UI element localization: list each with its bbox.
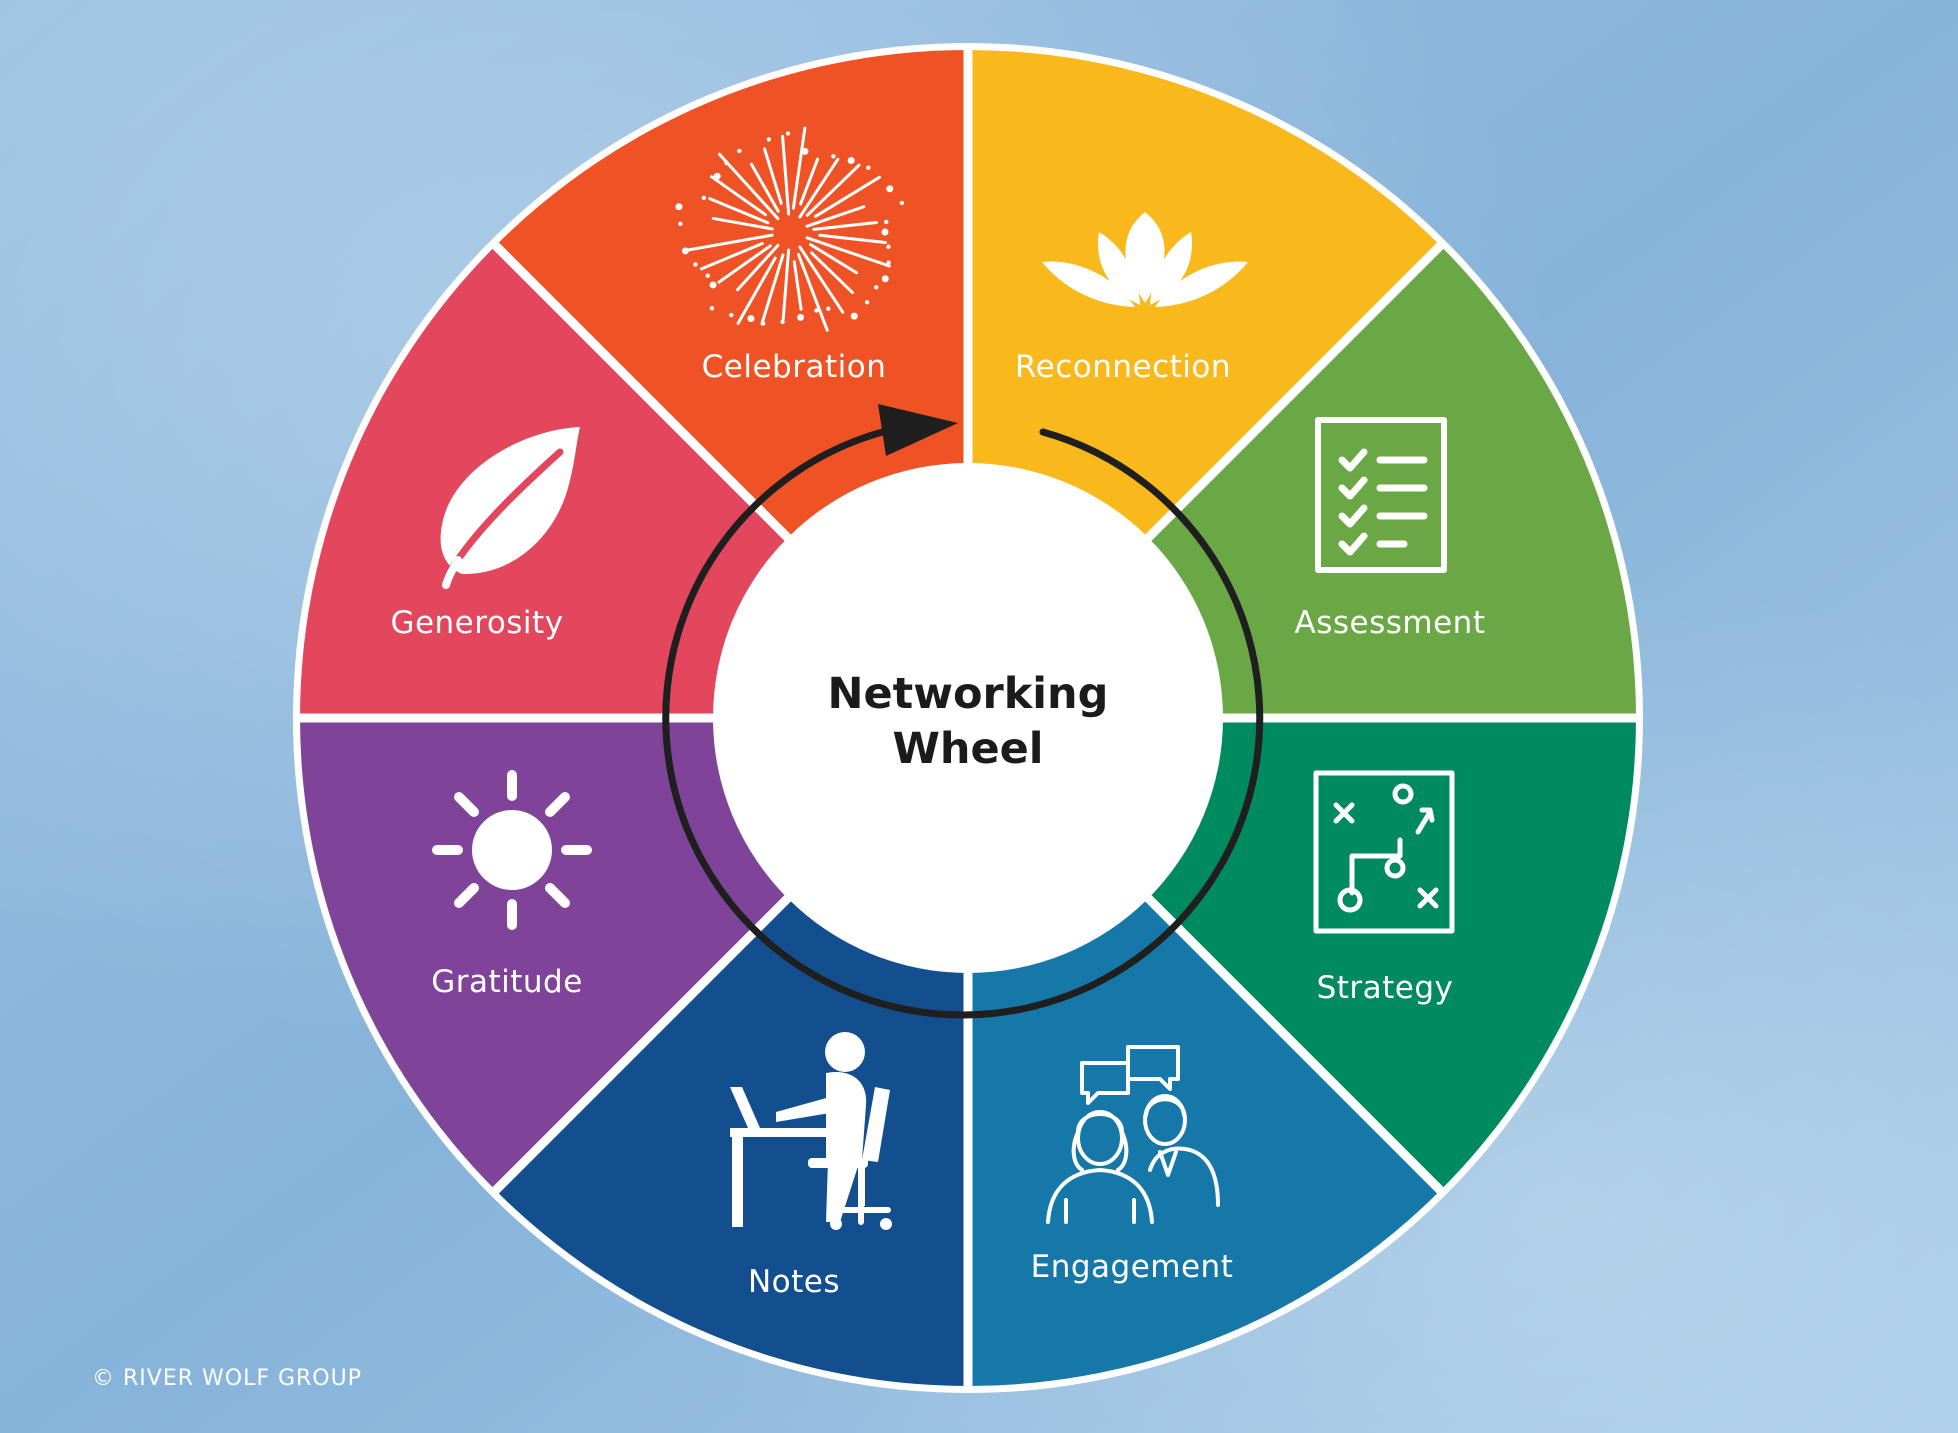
center-title-line-1: Networking	[828, 669, 1109, 719]
fireworks-icon	[675, 126, 905, 332]
segment-label-strategy: Strategy	[1317, 970, 1454, 1006]
cycle-arrowhead	[878, 404, 958, 456]
copyright-notice: © RIVER WOLF GROUP	[92, 1366, 362, 1391]
leaf-icon	[440, 427, 580, 589]
strategy-board-icon	[1313, 770, 1455, 934]
segment-label-engagement: Engagement	[1031, 1249, 1234, 1285]
segment-label-notes: Notes	[748, 1264, 840, 1300]
center-title-line-2: Wheel	[892, 724, 1043, 774]
segment-label-generosity: Generosity	[390, 605, 563, 641]
segment-label-celebration: Celebration	[702, 349, 887, 385]
segment-label-reconnection: Reconnection	[1015, 349, 1231, 385]
segment-label-gratitude: Gratitude	[431, 964, 583, 1000]
center-hub	[713, 463, 1223, 973]
person-at-laptop-icon	[730, 1032, 892, 1230]
lotus-icon	[1042, 212, 1248, 307]
conversation-people-icon	[1046, 1045, 1220, 1224]
cycle-arrow	[662, 426, 1264, 1019]
sun-icon	[432, 770, 592, 930]
checklist-icon	[1315, 417, 1447, 573]
segment-label-assessment: Assessment	[1295, 605, 1486, 641]
labels-layer: ReconnectionAssessmentStrategyEngagement…	[390, 349, 1485, 1300]
